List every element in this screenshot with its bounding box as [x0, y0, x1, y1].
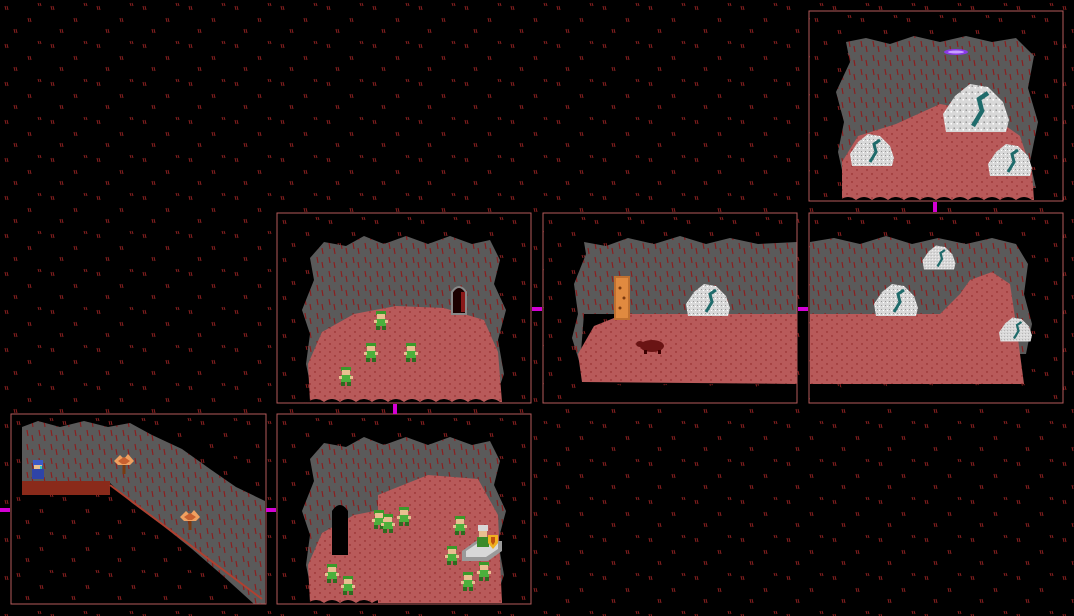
room-frame	[542, 212, 798, 404]
room-rock-hall-east[interactable]	[810, 214, 1063, 404]
room-goblin-chamber-upper[interactable]	[278, 214, 526, 404]
portal[interactable]	[944, 49, 968, 55]
room-frame	[276, 212, 532, 404]
room-frame	[276, 413, 532, 605]
room-connector	[933, 202, 937, 212]
room-connector	[798, 307, 808, 311]
room-rock-hall-west[interactable]	[544, 214, 802, 404]
cave-door[interactable]	[332, 505, 348, 555]
room-connector	[393, 404, 397, 414]
room-connector	[532, 307, 542, 311]
room-connectors	[0, 202, 937, 512]
room-connector	[0, 508, 10, 512]
guard-sprite[interactable]	[462, 525, 502, 561]
room-frame	[808, 212, 1064, 404]
room-entrance-slope[interactable]	[12, 415, 265, 604]
beast-sprite[interactable]	[636, 340, 664, 354]
wizard-sprite[interactable]	[32, 460, 44, 479]
room-goblin-hall-lower[interactable]	[278, 415, 526, 605]
room-frame	[808, 10, 1064, 202]
wooden-door[interactable]	[614, 276, 630, 320]
room-connector	[266, 508, 276, 512]
room-crystal-cavern[interactable]	[810, 12, 1063, 202]
